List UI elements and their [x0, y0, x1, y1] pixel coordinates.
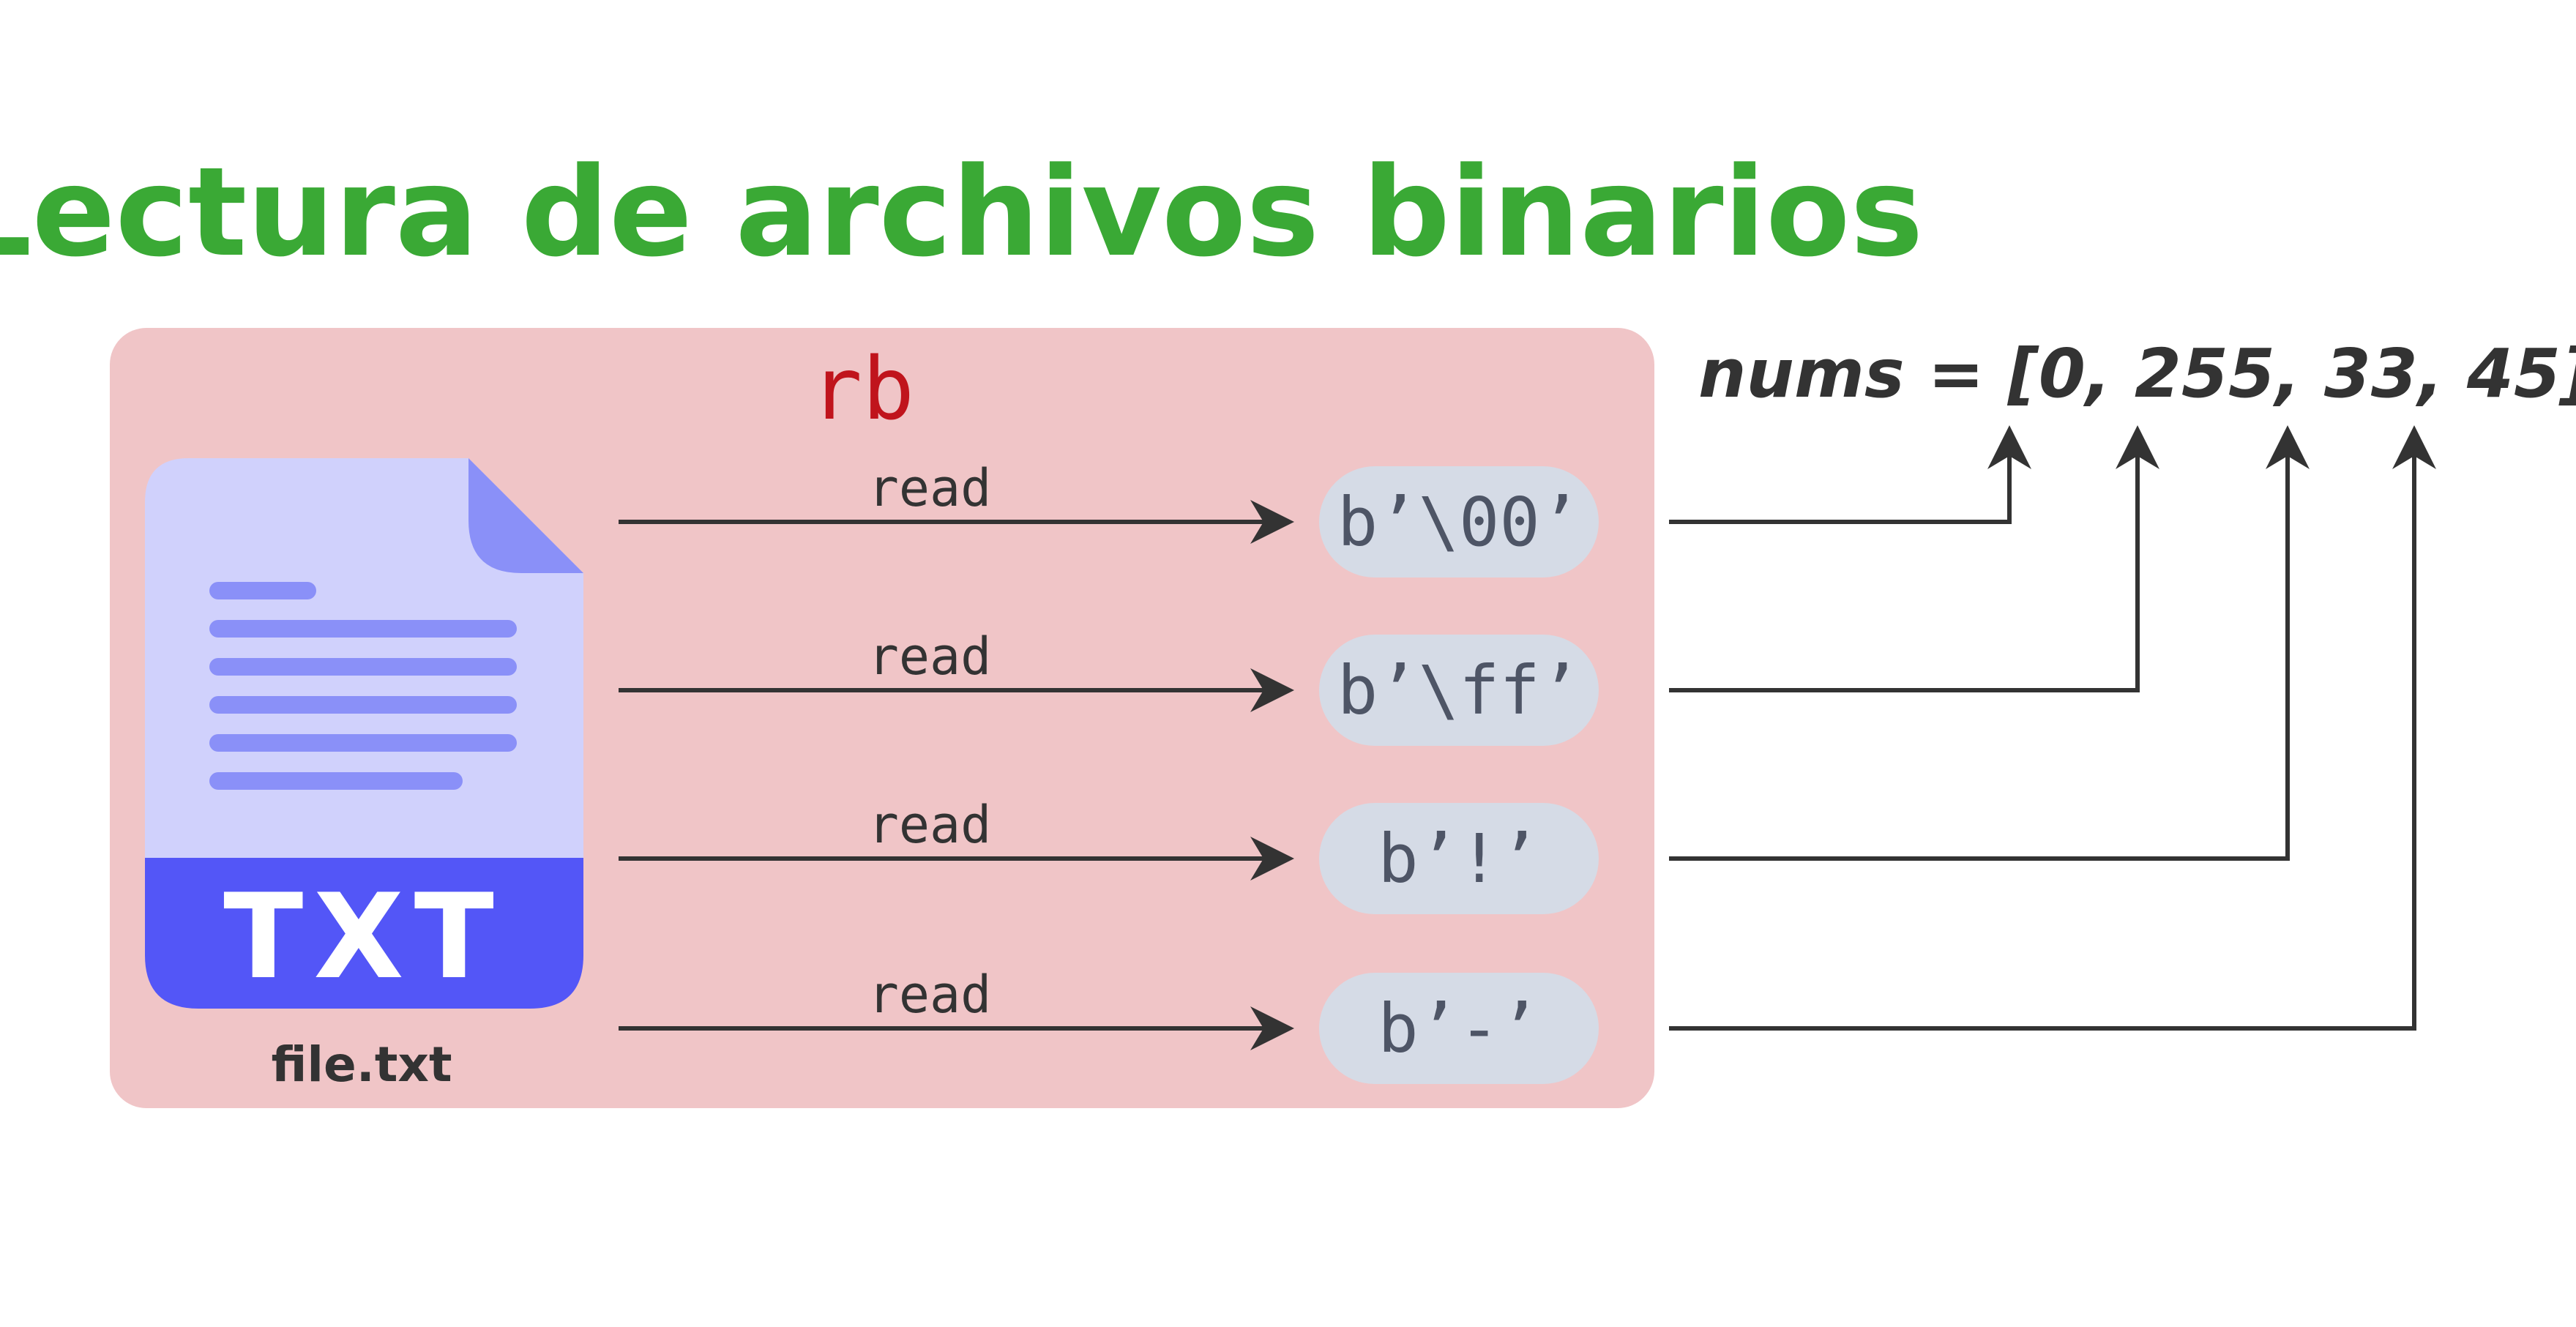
byte-value: b’\00’ [1337, 483, 1580, 561]
nums-separator: , [2272, 334, 2324, 413]
read-label: read [868, 627, 992, 687]
byte-to-value-connector [1669, 425, 2436, 1031]
nums-suffix: ] [2558, 334, 2576, 413]
byte-to-value-connector [1669, 425, 2310, 861]
file-name: file.txt [271, 1036, 452, 1093]
read-rows: read b’\00’ read b’\ff’ read b’!’ read b’-’ [619, 458, 1599, 1084]
nums-prefix: nums = [ [1698, 334, 2039, 413]
page-title: Lectura de archivos binarios [0, 141, 1923, 284]
file-mode-label: rb [810, 338, 914, 439]
byte-to-value-connector [1669, 425, 2159, 692]
txt-file-icon: TXT [145, 458, 583, 1009]
nums-value: 45 [2466, 334, 2561, 413]
nums-value: 33 [2324, 334, 2418, 413]
byte-pill [1319, 803, 1599, 914]
byte-pill [1319, 466, 1599, 577]
nums-list: nums = [0, 255, 33, 45] [1698, 334, 2576, 413]
byte-to-value-connector [1669, 425, 2031, 524]
file-fold [468, 458, 583, 573]
nums-separator: , [2083, 334, 2135, 413]
file-band [145, 858, 583, 1009]
byte-value: b’!’ [1378, 820, 1540, 898]
file-text-lines [209, 582, 517, 790]
read-label: read [868, 795, 992, 855]
nums-value: 255 [2135, 334, 2275, 413]
byte-value: b’\ff’ [1337, 651, 1580, 730]
file-type-label: TXT [223, 868, 504, 1005]
byte-value: b’-’ [1378, 990, 1540, 1068]
read-label: read [868, 458, 992, 518]
byte-pill [1319, 973, 1599, 1084]
byte-pill [1319, 635, 1599, 746]
read-label: read [868, 965, 992, 1025]
nums-separator: , [2415, 334, 2467, 413]
nums-value: 0 [2039, 334, 2086, 413]
value-connectors [1669, 425, 2436, 1031]
